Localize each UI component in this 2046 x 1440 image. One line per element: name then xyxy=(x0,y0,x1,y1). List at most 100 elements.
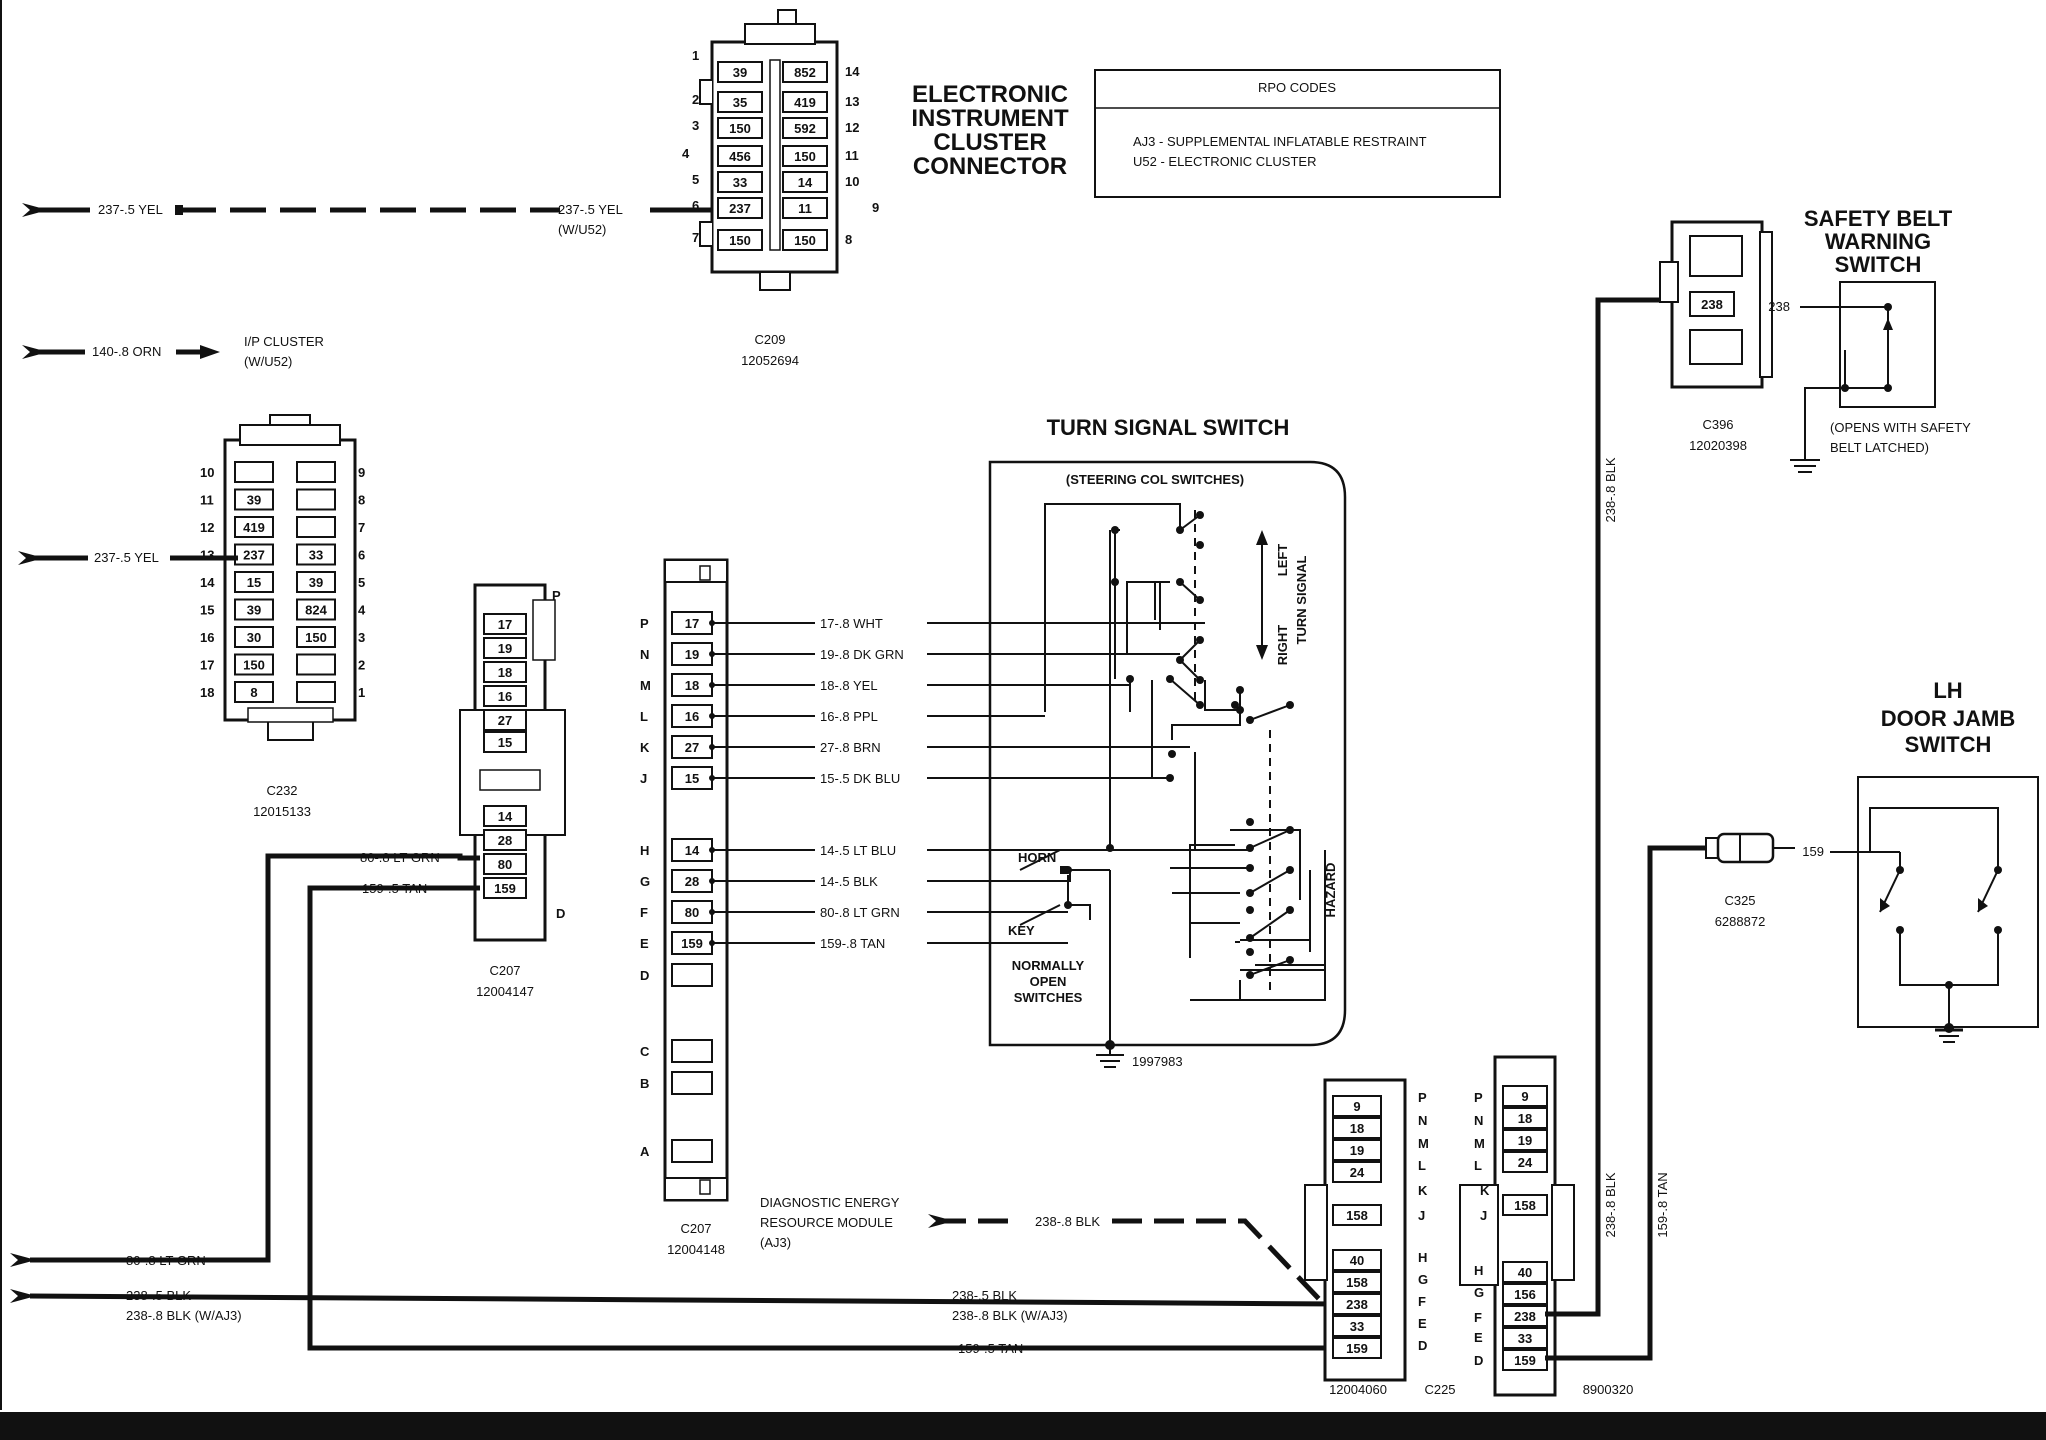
ip-cluster-sub: (W/U52) xyxy=(244,354,292,369)
turn-signal-switch-box: (STEERING COL SWITCHES) xyxy=(988,460,1347,1047)
derm-wire-label: 238-.8 BLK xyxy=(1035,1214,1100,1229)
c207b-letter-g: G xyxy=(640,874,650,889)
c225a-letter-n: N xyxy=(1418,1113,1427,1128)
c225b-cell-1-box xyxy=(1502,1107,1548,1129)
c207b-cell-l: 16 xyxy=(685,709,699,724)
c207a-cell-3: 16 xyxy=(498,689,512,704)
c209-right-3: 592 xyxy=(794,121,816,136)
derm-label-2: RESOURCE MODULE xyxy=(760,1215,893,1230)
c207a-name: C207 xyxy=(489,963,520,978)
c209-right-1-box xyxy=(782,61,828,83)
switch-wire-label-w27: 27-.8 BRN xyxy=(820,740,881,755)
c209-left-5: 33 xyxy=(733,175,747,190)
c232-pin-3: 3 xyxy=(358,630,365,645)
safety-belt-switch: 238 (OPENS WITH SAFETY BELT LATCHED) xyxy=(1768,281,1971,473)
wire-159-tan: 159-.5 TAN 159-.5 TAN xyxy=(307,881,1340,1356)
c207a-cell-1: 19 xyxy=(498,641,512,656)
c207a-cell-7-box xyxy=(483,805,527,827)
svg-text:CONNECTOR: CONNECTOR xyxy=(913,153,1067,180)
c225b-name: C225 xyxy=(1424,1382,1455,1397)
c232-right-5-box xyxy=(296,571,336,593)
switch-wire-label-bg-w15 xyxy=(815,768,927,788)
c209-pin-4: 4 xyxy=(682,146,690,161)
c207b-letter-d: D xyxy=(640,968,649,983)
c225b-letter-h: H xyxy=(1474,1263,1483,1278)
c209-pin-2: 2 xyxy=(692,92,699,107)
safety-belt-title: SAFETY BELT WARNING SWITCH xyxy=(1804,206,1953,277)
c207b-letter-h: H xyxy=(640,843,649,858)
c225b-cell-3: 24 xyxy=(1518,1155,1533,1170)
c209-right-2-box xyxy=(782,91,828,113)
c207a-letter-d: D xyxy=(556,906,565,921)
c207b-letter-c: C xyxy=(640,1044,650,1059)
c232-right-7-box xyxy=(296,516,336,538)
c207b-letter-m: M xyxy=(640,678,651,693)
c225a-letter-e: E xyxy=(1418,1316,1427,1331)
c232-right-8-box xyxy=(296,488,336,511)
rpo-line-u52: U52 - ELECTRONIC CLUSTER xyxy=(1133,154,1316,169)
wire-label-159-tan: 159-.5 TAN xyxy=(362,881,427,896)
svg-text:LH: LH xyxy=(1933,678,1962,703)
c207b-cell-m: 18 xyxy=(685,678,699,693)
c232-pin-1: 1 xyxy=(358,685,365,700)
c209-pin-14: 14 xyxy=(845,64,860,79)
switch-wire-dot-w19 xyxy=(709,651,715,657)
c225b-cell-8-box xyxy=(1502,1327,1548,1349)
c209-left-6-box xyxy=(717,197,763,219)
c207b-letter-n: N xyxy=(640,647,649,662)
c207b-cell-g: 28 xyxy=(685,874,699,889)
svg-text:WARNING: WARNING xyxy=(1825,229,1931,254)
c209-pin-11: 11 xyxy=(845,148,859,163)
c225b-cell-6-box xyxy=(1502,1283,1548,1305)
c232-left-11: 39 xyxy=(247,493,261,508)
c225b-cell-2-box xyxy=(1502,1129,1548,1151)
c209-pin-10: 10 xyxy=(845,174,859,189)
c232-left-14-box xyxy=(234,571,274,593)
switch-wire-label-bg-w17 xyxy=(815,613,927,633)
c207a-cell-8-box xyxy=(483,829,527,851)
label-open: OPEN xyxy=(1030,974,1067,989)
ground-part: 1997983 xyxy=(1132,1054,1183,1069)
c225b-letter-d: D xyxy=(1474,1353,1483,1368)
ground-symbol-switch: 1997983 xyxy=(1096,1040,1183,1069)
switch-linkage xyxy=(1194,510,1271,990)
c225a-cell-3: 24 xyxy=(1350,1165,1365,1180)
c325-name: C325 xyxy=(1724,893,1755,908)
svg-text:CLUSTER: CLUSTER xyxy=(933,129,1046,156)
c207a-cell-10: 159 xyxy=(494,881,516,896)
c225b-letter-f: F xyxy=(1474,1310,1482,1325)
c207b-cell-d-box xyxy=(671,963,713,987)
c232-left-15: 39 xyxy=(247,603,261,618)
belt-note-1: (OPENS WITH SAFETY xyxy=(1830,420,1971,435)
c232-right-5: 39 xyxy=(309,575,323,590)
c232-pin-8: 8 xyxy=(358,493,365,508)
tan-vert-label: 159-.8 TAN xyxy=(1655,1172,1670,1237)
c232-pin-15: 15 xyxy=(200,603,214,618)
label-normally: NORMALLY xyxy=(1012,958,1085,973)
c207a-cell-2-box xyxy=(483,661,527,683)
c207a-cell-4: 27 xyxy=(498,713,512,728)
c207a-cell-8: 28 xyxy=(498,833,512,848)
c207b-cell-b-box xyxy=(671,1071,713,1095)
c225a-cell-7-box xyxy=(1332,1293,1382,1315)
wire-label-159-tan-bottom: 159-.5 TAN xyxy=(958,1341,1023,1356)
c225b-letter-k: K xyxy=(1480,1183,1490,1198)
c225b-cell-8: 33 xyxy=(1518,1331,1532,1346)
c225b-letter-l: L xyxy=(1474,1158,1482,1173)
c207a-part: 12004147 xyxy=(476,984,534,999)
c232-left-11-box xyxy=(234,488,274,511)
c225b-cell-7: 238 xyxy=(1514,1309,1536,1324)
label-hazard: HAZARD xyxy=(1323,863,1338,918)
c232-pin-12: 12 xyxy=(200,520,214,535)
wire-238-blk-vertical: 238-.8 BLK 238-.8 BLK xyxy=(1545,297,1660,1317)
svg-text:INSTRUMENT: INSTRUMENT xyxy=(911,105,1069,132)
c209-left-7-box xyxy=(717,229,763,251)
switch-wire-dot-w16 xyxy=(709,713,715,719)
c209-left-6: 237 xyxy=(729,201,751,216)
c225a-letter-d: D xyxy=(1418,1338,1427,1353)
c225a-letter-g: G xyxy=(1418,1272,1428,1287)
c225a-cell-8: 33 xyxy=(1350,1319,1364,1334)
c232-pin-6: 6 xyxy=(358,548,365,563)
c225a-letter-j: J xyxy=(1418,1208,1425,1223)
